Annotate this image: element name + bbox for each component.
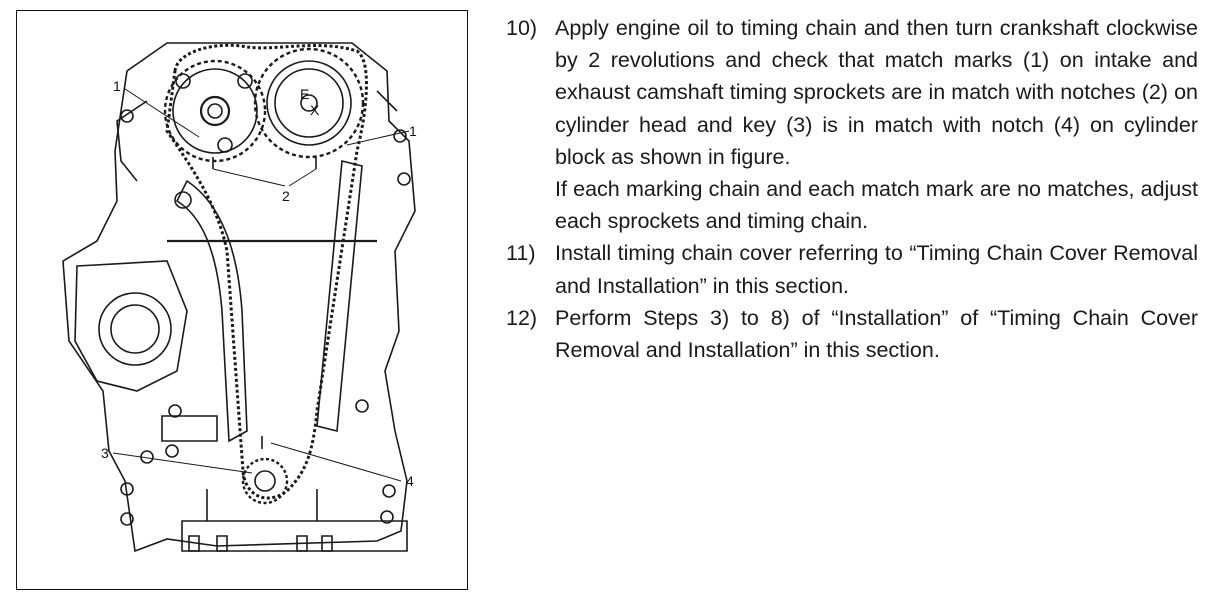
step-paragraph: Perform Steps 3) to 8) of “Installation”… [555,305,1198,363]
step-paragraph: Install timing chain cover referring to … [555,241,1198,298]
water-pump-housing [74,260,188,392]
step-body: Apply engine oil to timing chain and the… [555,12,1198,237]
oil-pan-flange [181,520,408,552]
step-body: Install timing chain cover referring to … [555,237,1198,301]
callout-1-exhaust: 1 [409,123,417,139]
sprocket-mark-e: E [300,86,309,102]
step-11: 11) Install timing chain cover referring… [506,237,1198,301]
step-body: Perform Steps 3) to 8) of “Installation”… [555,302,1198,366]
step-12: 12) Perform Steps 3) to 8) of “Installat… [506,302,1198,366]
intake-sprocket [163,59,267,163]
step-paragraph: Apply engine oil to timing chain and the… [555,16,1198,169]
engine-front-illustration: E X 1 1 2 3 4 [62,42,417,553]
chain-guide [316,159,363,433]
callout-4: 4 [406,473,414,489]
step-number: 10) [506,16,538,40]
engine-block-outline [62,42,416,553]
step-number: 12) [506,305,538,330]
step-10: 10) Apply engine oil to timing chain and… [506,12,1198,237]
instruction-steps: 10) Apply engine oil to timing chain and… [506,12,1198,366]
crankshaft-sprocket [241,457,289,505]
step-paragraph: If each marking chain and each match mar… [555,177,1198,234]
chain-tensioner-guide [175,179,248,443]
exhaust-sprocket [253,47,365,159]
sprocket-mark-x: X [310,102,320,118]
step-number: 11) [506,241,536,266]
callout-1-intake: 1 [113,78,121,94]
callout-3: 3 [101,445,109,461]
timing-chain [165,43,368,500]
callout-2: 2 [282,188,290,204]
timing-chain-diagram: E X 1 1 2 3 4 [16,10,468,590]
